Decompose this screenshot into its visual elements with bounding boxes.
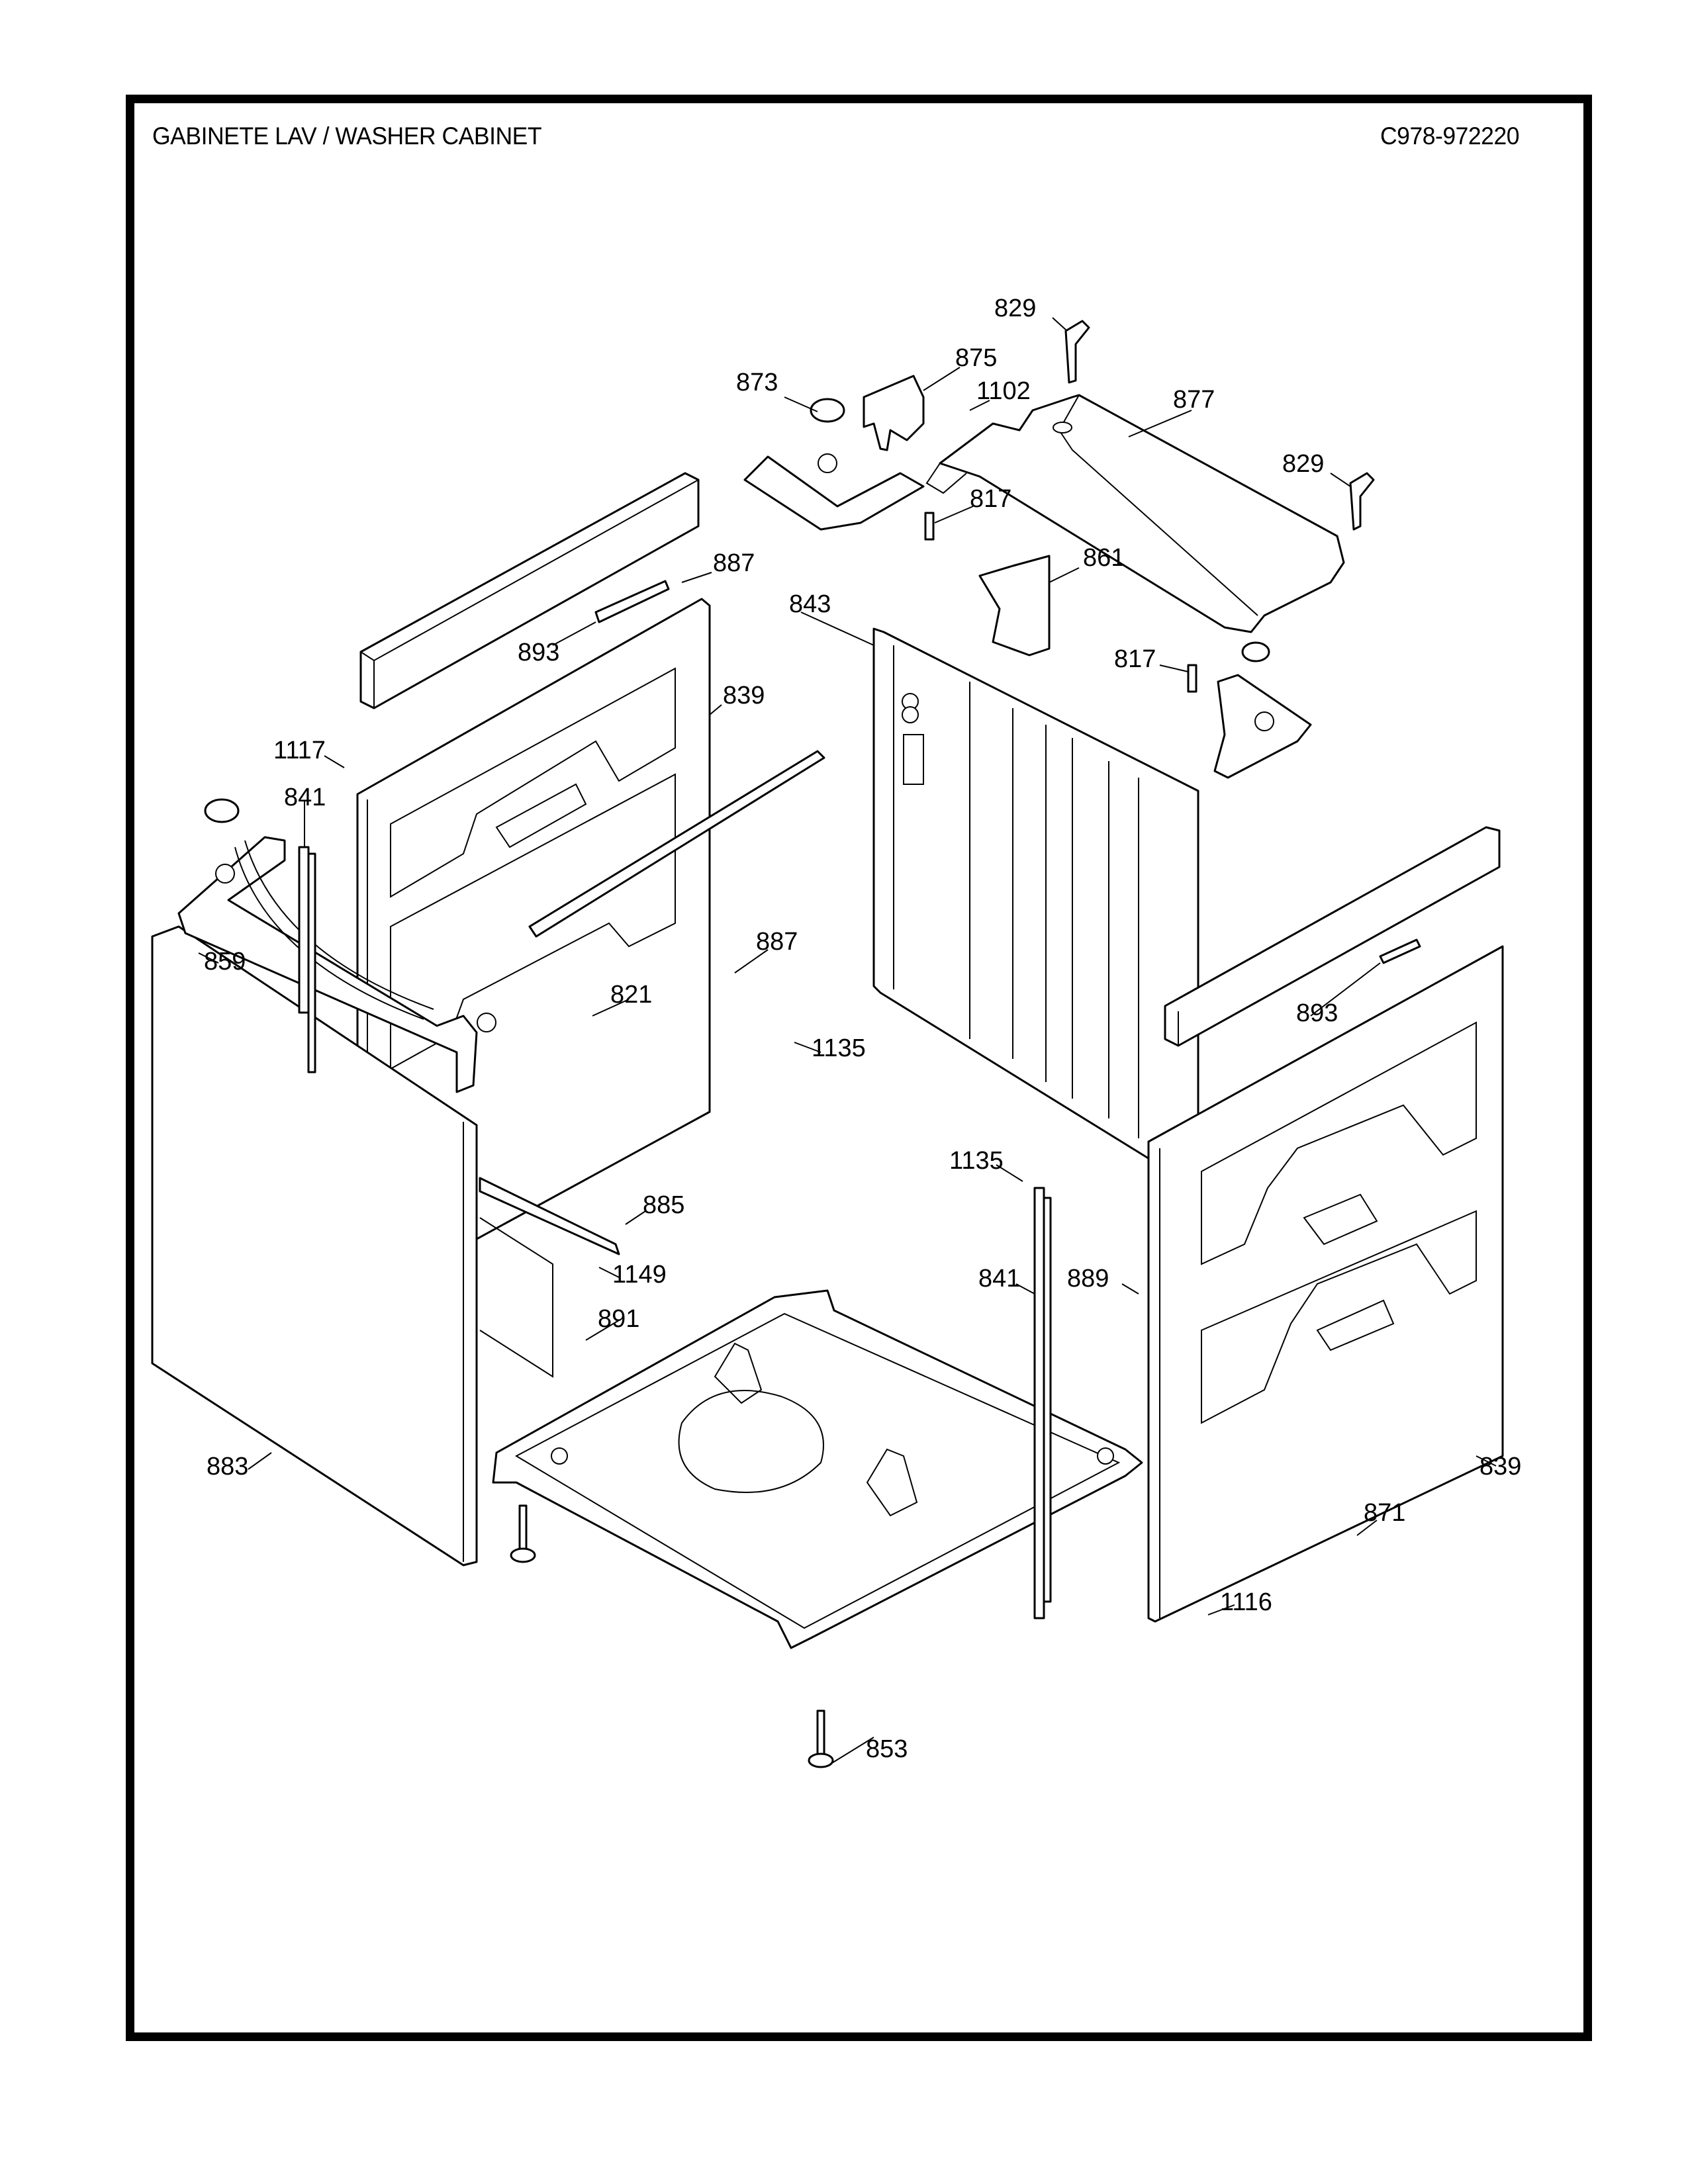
- part-label: 859: [204, 948, 246, 976]
- part-label: 873: [736, 369, 778, 396]
- part-label: 1117: [273, 737, 326, 764]
- part-label: 841: [978, 1265, 1020, 1293]
- spring-cup: [1241, 641, 1270, 662]
- bracket-875: [863, 375, 925, 451]
- spring-cup: [204, 798, 240, 823]
- part-label: 821: [610, 981, 652, 1009]
- part-label: 889: [1067, 1265, 1109, 1293]
- side-rail: [528, 750, 825, 938]
- corner-post-flange: [307, 852, 316, 1073]
- hinge-bracket-829-a: [1064, 320, 1090, 384]
- bracket-893-b: [1379, 938, 1421, 964]
- corner-post-flange: [1043, 1197, 1052, 1603]
- bracket-893-a: [594, 580, 670, 623]
- diagram-title: GABINETE LAV / WASHER CABINET: [152, 122, 542, 150]
- part-label: 817: [1114, 645, 1156, 673]
- spring-cup-873: [810, 398, 845, 423]
- side-panel-839-right: [1147, 945, 1504, 1623]
- rail-885: [479, 1177, 620, 1255]
- part-label: 877: [1173, 386, 1215, 414]
- part-label: 843: [789, 590, 831, 618]
- rear-panel-843: [872, 627, 1199, 1176]
- part-label: 871: [1364, 1499, 1405, 1527]
- leveling-leg-853-b: [808, 1709, 834, 1768]
- part-label: 883: [207, 1453, 248, 1480]
- diagram-code: C978-972220: [1380, 122, 1519, 150]
- part-label: 841: [284, 784, 326, 811]
- corner-bracket: [743, 455, 925, 531]
- part-label: 839: [723, 682, 765, 709]
- part-label: 853: [866, 1735, 908, 1763]
- clip-817-a: [924, 512, 935, 541]
- top-rear-cover-877: [925, 394, 1345, 633]
- part-label: 829: [1282, 450, 1324, 478]
- duct-861: [978, 555, 1051, 657]
- hinge-bracket-829-b: [1349, 472, 1375, 531]
- leader-lines: [198, 317, 1497, 1764]
- part-label: 839: [1479, 1453, 1521, 1480]
- part-label: 861: [1083, 544, 1125, 572]
- part-label: 885: [643, 1191, 684, 1219]
- part-label: 887: [756, 928, 798, 956]
- part-label: 1135: [812, 1034, 866, 1062]
- top-front-rail-right: [1164, 826, 1501, 1047]
- part-label: 875: [955, 344, 997, 372]
- corner-post-841-right: [1033, 1187, 1045, 1619]
- insulation-891: [479, 1217, 553, 1378]
- drawing-frame: [126, 95, 1592, 2041]
- part-label: 829: [994, 295, 1036, 322]
- front-panel-883: [151, 925, 478, 1567]
- part-label: 1135: [949, 1147, 1004, 1175]
- top-left-frame: [177, 836, 496, 1093]
- part-label: 1149: [612, 1261, 667, 1289]
- part-label: 1116: [1220, 1588, 1272, 1616]
- part-labels: 829 875 873 1102 877 829 817 861 817 887…: [204, 295, 1521, 1763]
- part-label: 893: [518, 639, 559, 666]
- part-label: 1102: [976, 377, 1031, 405]
- part-label: 891: [598, 1305, 639, 1333]
- base-frame: [492, 1289, 1143, 1649]
- clip-817-b: [1187, 664, 1197, 693]
- top-front-rail: [359, 472, 700, 709]
- part-label: 893: [1296, 999, 1338, 1027]
- leveling-leg-853-a: [510, 1504, 536, 1563]
- part-label: 887: [713, 549, 755, 577]
- part-label: 817: [970, 485, 1011, 513]
- corner-post-841-left: [298, 846, 310, 1014]
